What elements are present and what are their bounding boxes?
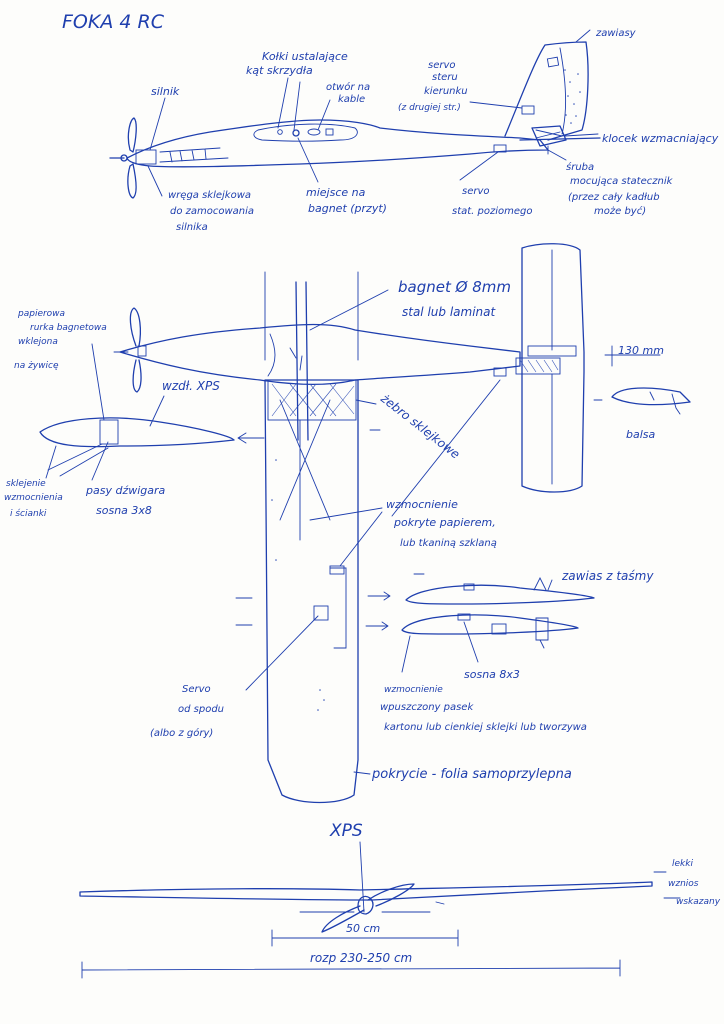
label-wzmocnienie-b3: kartonu lub cienkiej sklejki lub tworzyw… [384, 722, 587, 733]
drawing-title: FOKA 4 RC [62, 11, 165, 33]
wing-panel [264, 379, 359, 804]
label-servo-spodu-3: (albo z góry) [150, 727, 213, 739]
label-sosna-8x3: sosna 8x3 [464, 668, 520, 681]
label-zawiasy: zawiasy [595, 28, 637, 39]
label-wzmocnienie-b2: wpuszczony pasek [380, 702, 474, 713]
label-servo-spodu-2: od spodu [178, 704, 224, 715]
label-pokrycie: pokrycie - folia samoprzylepna [371, 767, 572, 782]
label-papierowa-1: papierowa [17, 309, 65, 319]
label-sruba-2: mocująca statecznik [570, 176, 674, 187]
label-otwor-2: kable [338, 94, 365, 105]
label-sruba-3: (przez cały kadłub [568, 192, 660, 203]
label-bagnet-2: stal lub laminat [402, 305, 497, 319]
label-zawias-tasmy: zawias z taśmy [561, 569, 654, 583]
label-papierowa-3: wklejona [18, 337, 58, 347]
label-servo-ster-4: (z drugiej str.) [398, 103, 461, 113]
label-wrega-2: do zamocowania [170, 206, 254, 217]
label-sklejenie-2: wzmocnienia [4, 493, 63, 503]
side-view: zawiasy Kołki ustalające kąt skrzydła si… [109, 28, 719, 233]
dim-line-span [81, 959, 621, 979]
wing-section-a [405, 584, 595, 605]
label-lekki-3: wskazany [676, 897, 721, 907]
label-wzmocnienie-b1: wzmocnienie [384, 685, 443, 695]
label-pasy-2: sosna 3x8 [96, 504, 152, 517]
wing-section-b [401, 614, 579, 635]
label-otwor-1: otwór na [326, 81, 370, 93]
label-papierowa-2: rurka bagnetowa [30, 323, 107, 333]
horizontal-stab [521, 243, 585, 493]
label-sklejenie-3: i ścianki [10, 508, 47, 519]
label-pasy-1: pasy dźwigara [85, 484, 166, 497]
label-klocek: klocek wzmacniający [602, 132, 719, 145]
label-servo-ster-1: servo [428, 60, 456, 71]
label-silnik: silnik [151, 85, 180, 98]
label-servo-stat-2: stat. poziomego [452, 206, 533, 217]
dim-line-50 [271, 929, 459, 947]
label-balsa: balsa [626, 428, 656, 441]
label-wzmocnienie-2: pokryte papierem, [393, 516, 496, 529]
label-servo-ster-2: steru [432, 72, 458, 83]
label-wrega-3: silnika [176, 222, 208, 233]
front-view: lekki wznios wskazany 50 cm rozp 230-250… [79, 841, 721, 979]
label-xps: XPS [329, 821, 363, 841]
label-sklejenie-1: sklejenie [6, 479, 46, 489]
label-sruba-1: śruba [566, 161, 594, 173]
label-sruba-4: może być) [594, 205, 646, 217]
wing-root-section [39, 417, 235, 448]
label-rozp: rozp 230-250 cm [310, 951, 412, 965]
label-wzmocnienie-3: lub tkaniną szklaną [400, 538, 497, 549]
propeller-side [109, 117, 137, 199]
label-lekki-1: lekki [672, 859, 693, 869]
label-bagnet-1: bagnet Ø 8mm [398, 278, 511, 296]
top-view: bagnet Ø 8mm stal lub laminat papierowa … [4, 243, 691, 841]
label-kolki-2: kąt skrzydła [246, 64, 313, 77]
front-wing [79, 881, 653, 901]
label-servo-stat-1: servo [462, 186, 490, 197]
label-dim-130: 130 mm [618, 344, 664, 357]
label-kolki-1: Kołki ustalające [262, 50, 348, 63]
label-dim-50: 50 cm [346, 922, 380, 935]
label-papierowa-4: na żywicę [14, 361, 59, 371]
label-servo-ster-3: kierunku [424, 86, 468, 97]
label-wrega-1: wręga sklejkowa [168, 190, 251, 201]
balsa-section [611, 387, 691, 406]
label-lekki-2: wznios [668, 879, 699, 889]
label-wzdl-xps: wzdł. XPS [162, 379, 220, 393]
label-miejsce-2: bagnet (przyt) [308, 202, 387, 215]
vertical-fin [504, 41, 589, 141]
label-servo-spodu-1: Servo [182, 684, 211, 695]
label-wzmocnienie-1: wzmocnienie [386, 498, 458, 511]
label-zebro: żebro sklejkowe [377, 391, 462, 462]
fuselage-top [119, 323, 521, 386]
label-miejsce-1: miejsce na [306, 186, 366, 199]
